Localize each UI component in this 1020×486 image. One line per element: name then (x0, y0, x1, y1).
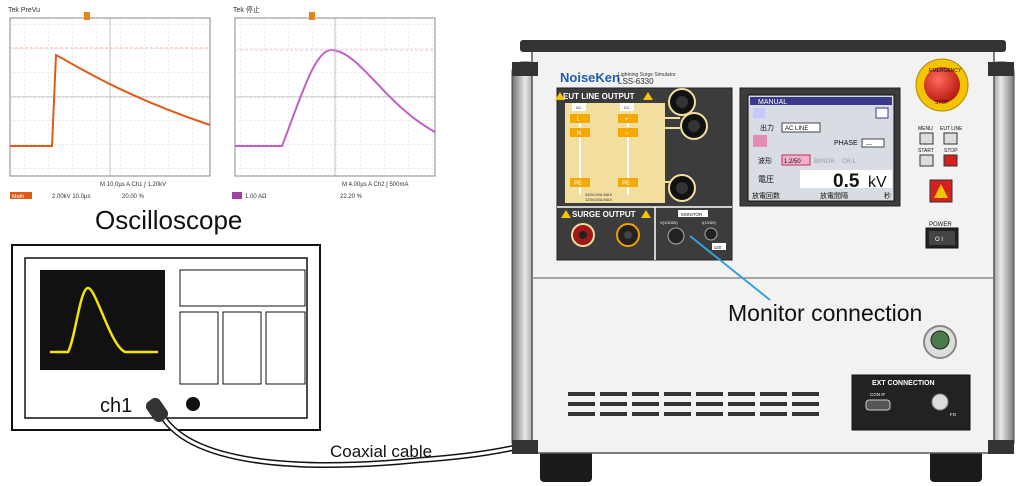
term-pe-1: PE (574, 181, 582, 187)
scope2-foot-left: 1.00 AΩ (245, 194, 267, 200)
monitor-connection-label: Monitor connection (728, 300, 923, 326)
menu-button (919, 132, 934, 145)
scope-screen-1: Tek PreVu M 10.0µs A Ch1 ∫ 1.20kV Math 2… (8, 7, 211, 200)
lcd-mode: MANUAL (758, 99, 787, 106)
scope1-foot-left: Math (12, 194, 24, 200)
power-label: POWER (929, 222, 952, 228)
lcd-voltage: 0.5 (833, 171, 860, 192)
scope-knob (186, 397, 200, 411)
con-if-label: CON IF (870, 392, 886, 397)
fg-terminal (931, 393, 949, 411)
monitor-leader-line (689, 235, 771, 301)
lcd-row4-a: 電圧 (758, 175, 774, 184)
lcd-row2-a: PHASE (834, 140, 858, 147)
device-brand: NoiseKen (560, 70, 620, 85)
vent-slots (568, 392, 819, 416)
coaxial-cable-label: Coaxial cable (330, 442, 433, 461)
ac-label: AC (576, 105, 582, 110)
lcd-row1-b: AC LINE (785, 126, 808, 132)
lcd-row1-a: 出力 (760, 123, 774, 132)
start-label: START (918, 148, 934, 154)
monitor-i-jack (704, 227, 718, 241)
scope-screen-2: Tek 停止 M 4.00µs A Ch2 ∫ 500mA 1.00 AΩ 22… (232, 5, 436, 200)
scope1-foot-mid: 2.00kV 10.0µs (52, 194, 90, 200)
scope-display-waveform (50, 286, 158, 354)
scope2-foot-right: 22.20 % (340, 194, 363, 200)
monitor-v-label: V(1/1000) (660, 220, 678, 225)
term-minus: − (625, 131, 629, 137)
surge-simulator: NoiseKen Lightning Surge Simulator LSS-6… (511, 40, 1015, 482)
lcd-row3-a: 波形 (758, 156, 772, 165)
dc-label: DC (624, 105, 630, 110)
term-l: L (577, 117, 581, 123)
lcd-row5-b: 放電間隔 (820, 191, 848, 200)
cable-connector-scope (145, 397, 169, 423)
device-model: LSS-6330 (618, 77, 654, 86)
emergency-stop-button (924, 67, 960, 103)
eut-line-output-label: EUT LINE OUTPUT (563, 92, 635, 101)
waveform-1 (10, 53, 211, 147)
monitor-label: MONITOR (681, 212, 703, 217)
rating-2: 125V/20A MAX (585, 197, 612, 202)
scope1-readout: M 10.0µs A Ch1 ∫ 1.20kV (100, 181, 166, 188)
eut-line-button (943, 132, 958, 145)
device-subtitle: Lightning Surge Simulator (618, 72, 676, 78)
oscilloscope-drawing (11, 244, 321, 431)
term-plus: + (625, 117, 629, 123)
scope1-title: Tek PreVu (8, 7, 40, 14)
lcd-row5-c: 秒 (884, 191, 891, 200)
con-if-port (865, 399, 891, 411)
stop-button (943, 154, 958, 167)
emergency-top: EMERGENCY (929, 68, 962, 74)
term-pe-2: PE (622, 181, 630, 187)
emergency-bottom: STOP (935, 100, 949, 106)
ext-connection-label: EXT CONNECTION (872, 380, 935, 387)
menu-label: MENU (918, 126, 933, 132)
lcd-unit: kV (868, 174, 887, 191)
monitor-i-label: I(1/100) (702, 220, 716, 225)
monitor-v-jack (667, 227, 685, 245)
surge-output-label: SURGE OUTPUT (572, 210, 636, 219)
scope2-title: Tek 停止 (233, 5, 260, 14)
term-n: N (577, 131, 581, 137)
rating-1: 240V/20A MAX (585, 192, 612, 197)
stop-label: STOP (944, 148, 958, 154)
x20-label: x20 (714, 245, 722, 250)
start-button (919, 154, 934, 167)
scope-display (40, 270, 165, 370)
lcd-row3-d: CR-L (842, 159, 857, 165)
lcd-row2-b: --- (866, 142, 872, 148)
lcd-row5-a: 放電回数 (752, 191, 780, 200)
oscilloscope-label: Oscilloscope (95, 205, 243, 235)
fg-label: FG (950, 412, 957, 417)
lcd-row3-c: BI/NOR (814, 159, 835, 165)
lcd-row3-b: 1.2/50 (784, 159, 801, 165)
ch1-label: ch1 (100, 395, 133, 417)
eut-line-btn-label: EUT LINE (940, 126, 963, 132)
power-switch-label: O I (935, 237, 943, 243)
scope1-foot-right: 20.00 % (122, 194, 145, 200)
scope2-readout: M 4.00µs A Ch2 ∫ 500mA (342, 181, 408, 188)
